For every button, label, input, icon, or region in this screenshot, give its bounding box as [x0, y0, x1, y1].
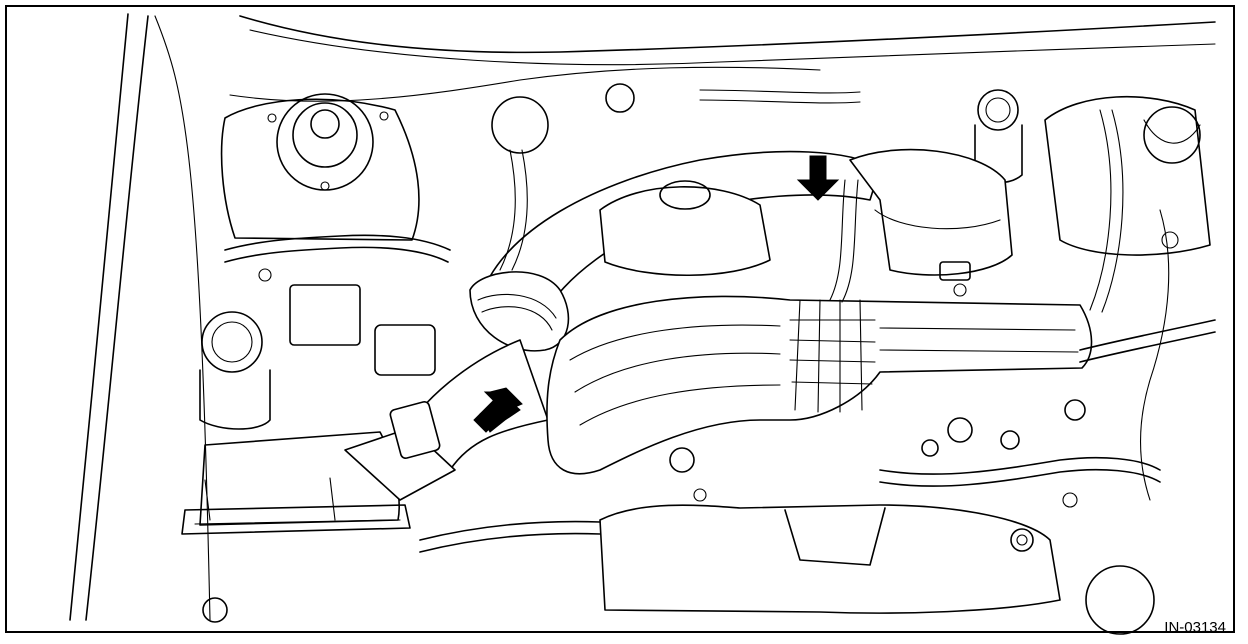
lower-engine-cover [599, 504, 1061, 614]
strut-tower-left [220, 93, 420, 241]
reservoir-left [199, 311, 271, 430]
callout-arrow-right [796, 155, 840, 201]
misc-components [202, 83, 1179, 635]
intake-manifold [546, 295, 1093, 475]
resonator [599, 180, 771, 277]
strut-tower-right [1044, 95, 1211, 256]
frame-border [5, 5, 1235, 633]
figure-id-label: IN-03134 [1164, 619, 1226, 636]
hoses [224, 89, 1216, 553]
callout-arrow-left [473, 387, 523, 433]
engine-cover [849, 148, 1013, 281]
